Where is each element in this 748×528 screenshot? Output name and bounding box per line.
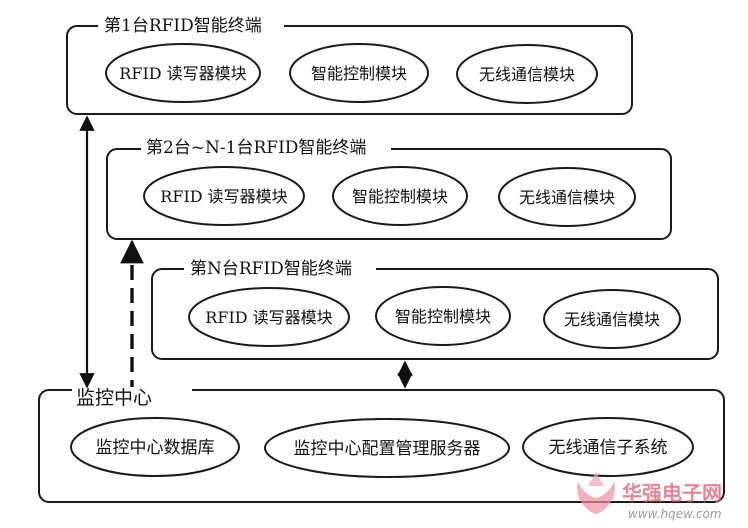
center-database-label: 监控中心数据库 <box>96 438 215 458</box>
terminal-2-control-module <box>332 166 468 226</box>
terminal-n-title: 第N台RFID智能终端 <box>190 259 352 279</box>
center-wireless-module <box>522 417 694 477</box>
terminal-2-rfid-module <box>143 166 305 226</box>
terminal-n-control-label: 智能控制模块 <box>395 307 491 326</box>
center-server-label: 监控中心配置管理服务器 <box>294 439 481 459</box>
terminal-2-wireless-module <box>498 167 636 227</box>
terminal-n-wireless-label: 无线通信模块 <box>564 310 660 329</box>
monitor-center-title: 监控中心 <box>76 387 152 409</box>
center-server-module <box>264 418 510 478</box>
terminal-1-rfid-label: RFID 读写器模块 <box>119 64 246 83</box>
terminal-1-box: 第1台RFID智能终端 RFID 读写器模块 智能控制模块 无线通信模块 <box>66 14 633 115</box>
terminal-n-rfid-label: RFID 读写器模块 <box>205 308 332 327</box>
center-wireless-label: 无线通信子系统 <box>549 438 668 458</box>
terminal-1-control-label: 智能控制模块 <box>311 64 407 83</box>
terminal-n-control-module <box>375 286 511 346</box>
terminal-1-control-module <box>289 43 429 103</box>
monitor-center-box: 监控中心 监控中心数据库 监控中心配置管理服务器 无线通信子系统 <box>38 380 725 503</box>
terminal-n-wireless-module <box>543 289 681 349</box>
terminal-1-title: 第1台RFID智能终端 <box>104 16 262 36</box>
center-database-module <box>70 417 240 477</box>
terminal-n-rfid-module <box>188 287 350 347</box>
watermark-name: 华强电子网 <box>622 481 722 505</box>
terminal-2-rfid-label: RFID 读写器模块 <box>160 187 287 206</box>
terminal-2-box: 第2台~N-1台RFID智能终端 RFID 读写器模块 智能控制模块 无线通信模… <box>106 136 672 240</box>
terminal-2-control-label: 智能控制模块 <box>352 187 448 206</box>
terminal-1-wireless-module <box>456 44 598 104</box>
terminal-2-title: 第2台~N-1台RFID智能终端 <box>146 138 366 158</box>
watermark: 华强电子网 www.hqew.com <box>577 472 722 521</box>
watermark-logo-icon <box>577 472 615 514</box>
terminal-1-wireless-label: 无线通信模块 <box>479 65 575 84</box>
terminal-n-box: 第N台RFID智能终端 RFID 读写器模块 智能控制模块 无线通信模块 <box>151 257 719 360</box>
watermark-url: www.hqew.com <box>628 507 722 521</box>
terminal-1-rfid-module <box>105 43 261 103</box>
terminal-2-wireless-label: 无线通信模块 <box>519 188 615 207</box>
